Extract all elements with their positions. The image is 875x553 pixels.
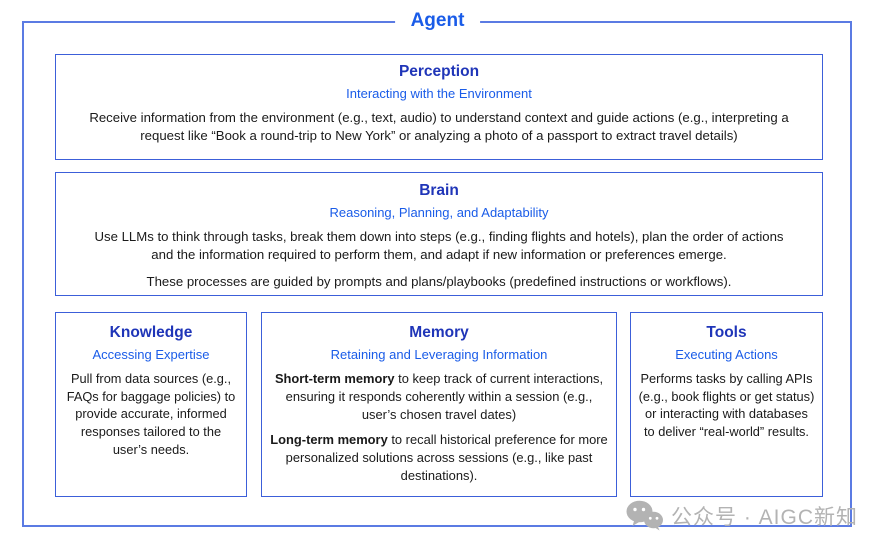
brain-title: Brain <box>419 182 459 199</box>
tools-title: Tools <box>706 324 747 341</box>
tools-subtitle: Executing Actions <box>675 347 778 362</box>
brain-subtitle: Reasoning, Planning, and Adaptability <box>329 205 549 220</box>
knowledge-body: Pull from data sources (e.g., FAQs for b… <box>66 371 236 457</box>
wechat-icon <box>626 500 664 531</box>
agent-title: Agent <box>394 9 481 33</box>
perception-subtitle: Interacting with the Environment <box>346 86 532 101</box>
watermark-text: 公众号 · AIGC新知 <box>670 505 858 529</box>
memory-subtitle: Retaining and Leveraging Information <box>330 347 548 362</box>
brain-box: Brain Reasoning, Planning, and Adaptabil… <box>55 172 823 296</box>
memory-short-term-lead: Short-term memory <box>274 371 395 386</box>
perception-title: Perception <box>398 63 480 80</box>
memory-long-term: Long-term memory to recall historical pr… <box>262 431 616 484</box>
memory-title: Memory <box>409 324 469 341</box>
memory-short-term: Short-term memory to keep track of curre… <box>262 370 616 423</box>
perception-body: Receive information from the environment… <box>89 110 789 144</box>
knowledge-box: Knowledge Accessing Expertise Pull from … <box>55 312 247 497</box>
memory-short-term-rest: to keep track of current interactions, e… <box>285 371 604 422</box>
memory-long-term-lead: Long-term memory <box>270 432 388 448</box>
memory-box: Memory Retaining and Leveraging Informat… <box>261 312 617 497</box>
brain-body-2: These processes are guided by prompts an… <box>146 274 732 290</box>
knowledge-title: Knowledge <box>109 324 193 341</box>
knowledge-subtitle: Accessing Expertise <box>92 347 210 362</box>
tools-body: Performs tasks by calling APIs (e.g., bo… <box>638 371 815 439</box>
memory-long-term-rest: to recall historical preference for more… <box>285 432 608 483</box>
watermark: 公众号 · AIGC新知 <box>626 500 858 531</box>
tools-box: Tools Executing Actions Performs tasks b… <box>630 312 823 497</box>
perception-box: Perception Interacting with the Environm… <box>55 54 823 160</box>
brain-body-1: Use LLMs to think through tasks, break t… <box>94 229 784 263</box>
